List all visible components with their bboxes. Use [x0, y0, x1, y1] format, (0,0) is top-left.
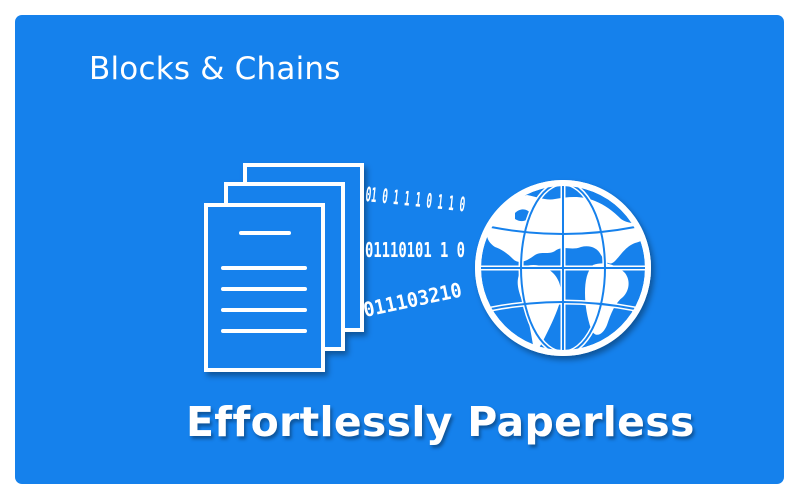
document-stack-icon	[204, 163, 364, 372]
illustration: 01 0 1 1 1 0 1 1 0 01110101 1 0 01110321…	[204, 163, 651, 372]
globe-icon	[475, 180, 651, 356]
tagline: Effortlessly Paperless	[186, 398, 695, 446]
binary-stream: 01 0 1 1 1 0 1 1 0	[364, 182, 466, 216]
binary-stream: 011103210	[361, 278, 464, 322]
hero-banner: Blocks & Chains	[15, 15, 784, 484]
binary-stream: 01110101 1 0	[365, 238, 465, 262]
brand-name: Blocks & Chains	[89, 51, 341, 87]
binary-streams: 01 0 1 1 1 0 1 1 0 01110101 1 0 01110321…	[361, 182, 466, 322]
